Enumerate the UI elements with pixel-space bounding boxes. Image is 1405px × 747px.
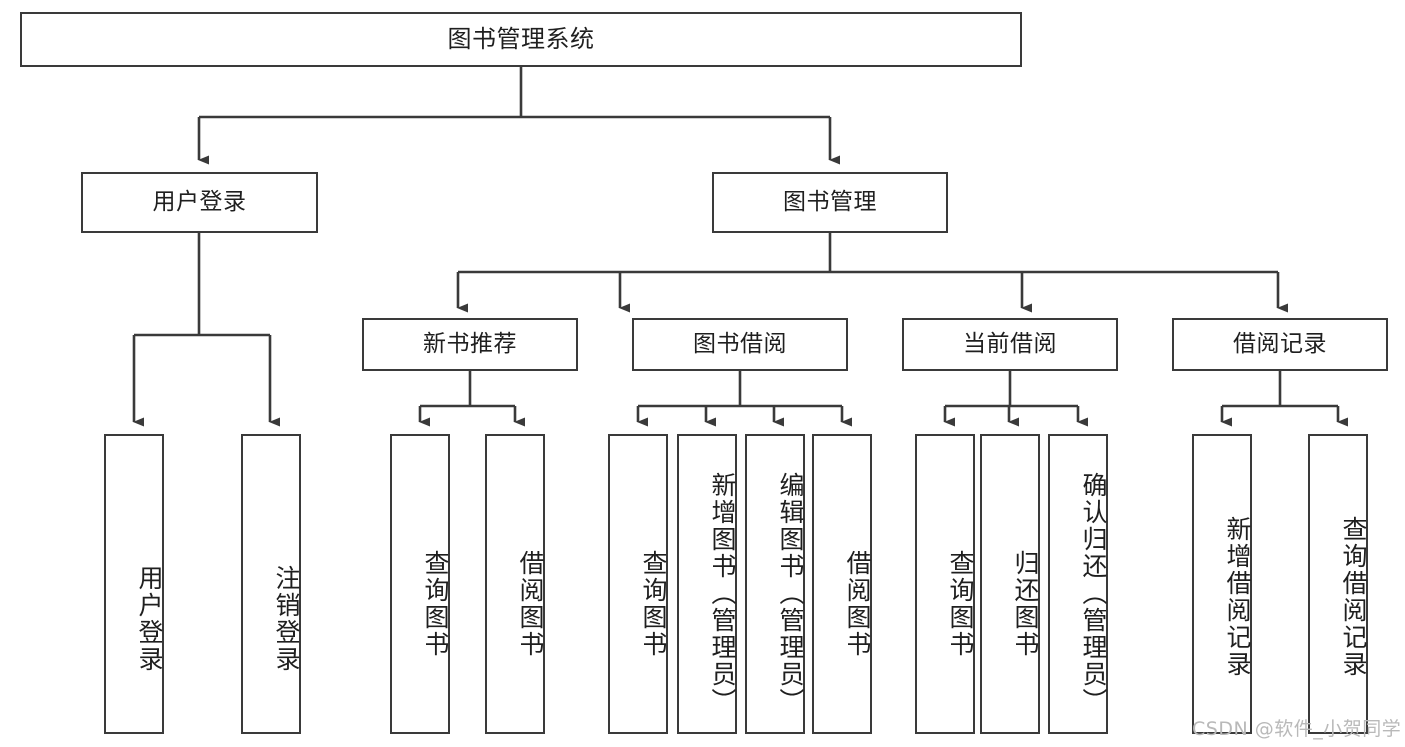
node-leaf-borrow-book-2[interactable]: 借阅图书 xyxy=(812,434,872,734)
node-leaf-query-book-2-label: 查询图书 xyxy=(639,550,668,658)
node-new-book-recommend[interactable]: 新书推荐 xyxy=(362,318,578,371)
node-leaf-borrow-book-1[interactable]: 借阅图书 xyxy=(485,434,545,734)
node-leaf-edit-book-label: 编辑图书（管理员） xyxy=(776,471,805,715)
node-leaf-query-book-2[interactable]: 查询图书 xyxy=(608,434,668,734)
node-leaf-confirm-return-label: 确认归还（管理员） xyxy=(1079,471,1108,715)
node-current-borrow-label: 当前借阅 xyxy=(963,331,1057,358)
node-current-borrow[interactable]: 当前借阅 xyxy=(902,318,1118,371)
node-leaf-add-record-label: 新增借阅记录 xyxy=(1223,516,1252,678)
node-leaf-query-book-3[interactable]: 查询图书 xyxy=(915,434,975,734)
node-leaf-add-book[interactable]: 新增图书（管理员） xyxy=(677,434,737,734)
node-leaf-borrow-book-1-label: 借阅图书 xyxy=(516,550,545,658)
node-leaf-confirm-return[interactable]: 确认归还（管理员） xyxy=(1048,434,1108,734)
node-leaf-add-book-label: 新增图书（管理员） xyxy=(708,471,737,715)
node-leaf-query-record-label: 查询借阅记录 xyxy=(1339,516,1368,678)
node-leaf-query-record[interactable]: 查询借阅记录 xyxy=(1308,434,1368,734)
node-leaf-query-book-3-label: 查询图书 xyxy=(946,550,975,658)
node-leaf-query-book-1-label: 查询图书 xyxy=(421,550,450,658)
node-new-book-recommend-label: 新书推荐 xyxy=(423,331,517,358)
node-book-borrow-label: 图书借阅 xyxy=(693,331,787,358)
node-root[interactable]: 图书管理系统 xyxy=(20,12,1022,67)
node-leaf-logout[interactable]: 注销登录 xyxy=(241,434,301,734)
node-leaf-user-login[interactable]: 用户登录 xyxy=(104,434,164,734)
node-leaf-add-record[interactable]: 新增借阅记录 xyxy=(1192,434,1252,734)
node-leaf-query-book-1[interactable]: 查询图书 xyxy=(390,434,450,734)
node-book-borrow[interactable]: 图书借阅 xyxy=(632,318,848,371)
node-leaf-user-login-label: 用户登录 xyxy=(135,565,164,673)
node-root-label: 图书管理系统 xyxy=(447,24,595,53)
node-leaf-logout-label: 注销登录 xyxy=(272,565,301,673)
watermark: CSDN @软件_小贺同学 xyxy=(1192,718,1402,740)
node-book-manage-label: 图书管理 xyxy=(783,189,877,216)
node-leaf-edit-book[interactable]: 编辑图书（管理员） xyxy=(745,434,805,734)
node-borrow-record-label: 借阅记录 xyxy=(1233,331,1327,358)
node-leaf-return-book[interactable]: 归还图书 xyxy=(980,434,1040,734)
node-user-login[interactable]: 用户登录 xyxy=(81,172,318,233)
node-user-login-label: 用户登录 xyxy=(152,189,247,216)
node-book-manage[interactable]: 图书管理 xyxy=(712,172,948,233)
node-leaf-return-book-label: 归还图书 xyxy=(1011,550,1040,658)
node-borrow-record[interactable]: 借阅记录 xyxy=(1172,318,1388,371)
node-leaf-borrow-book-2-label: 借阅图书 xyxy=(843,550,872,658)
